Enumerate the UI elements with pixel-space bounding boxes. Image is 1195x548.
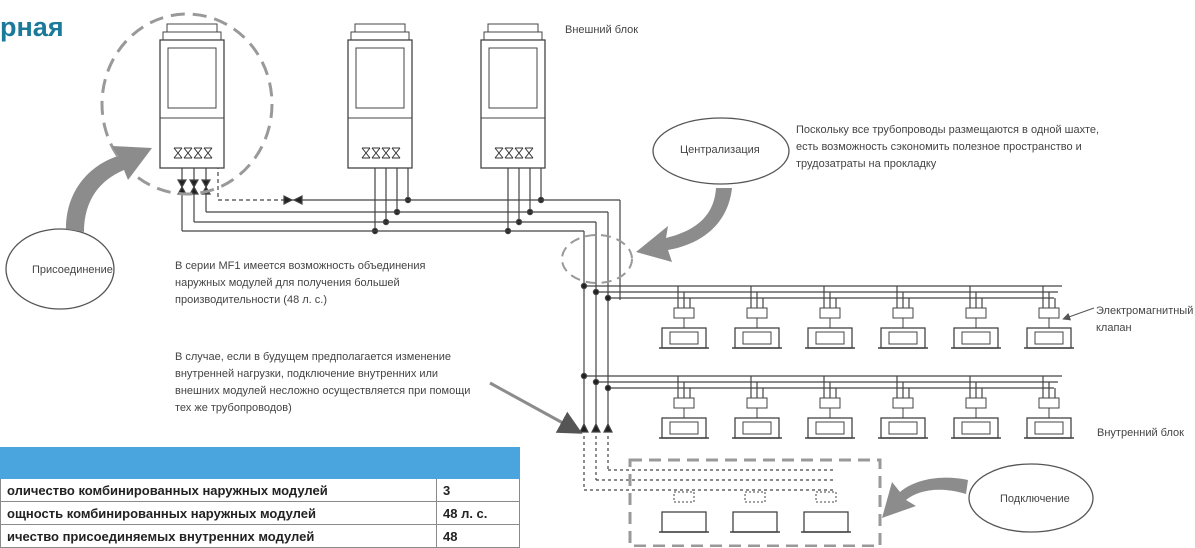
indoor-unit [659, 307, 709, 349]
stop-valve-icon [200, 179, 212, 189]
indoor-unit [878, 307, 928, 349]
stop-valve-icon [188, 179, 200, 189]
solenoid-pointer [1062, 307, 1095, 321]
stop-valve-icon [579, 422, 589, 433]
table-row: оличество комбинированных наружных модул… [0, 478, 520, 502]
indoor-unit [1024, 397, 1074, 439]
joining-bubble [5, 228, 115, 310]
indoor-unit [801, 491, 851, 533]
indoor-unit [878, 397, 928, 439]
spec-value: 48 [436, 524, 520, 548]
spec-table: оличество комбинированных наружных модул… [0, 447, 520, 548]
table-row: ощность комбинированных наружных модулей… [0, 501, 520, 525]
stop-valve-icon [283, 195, 294, 205]
indoor-unit [732, 307, 782, 349]
callout-arrow [882, 477, 968, 518]
outdoor-unit [159, 23, 225, 169]
page-title: рная [0, 12, 64, 42]
stop-valve-icon [591, 422, 601, 433]
stop-valve-icon [188, 185, 200, 195]
outdoor-unit [480, 23, 546, 169]
outdoor-unit-label: Внешний блок [565, 24, 639, 36]
indoor-unit-label: Внутренний блок [1097, 427, 1184, 439]
connection-bubble [968, 463, 1094, 533]
spec-label: ичество присоединяемых внутренних модуле… [0, 524, 437, 548]
spec-label: ощность комбинированных наружных модулей [0, 501, 437, 525]
indoor-unit [951, 397, 1001, 439]
indoor-unit [659, 397, 709, 439]
table-row: ичество присоединяемых внутренних модуле… [0, 524, 520, 548]
centralization-bubble [652, 117, 790, 185]
centralization-note: Поскольку все трубопроводы размещаются в… [796, 124, 1100, 170]
connection-label: Подключение [1000, 493, 1070, 505]
callout-arrow [66, 146, 152, 232]
stop-valve-icon [176, 179, 188, 189]
connection-group [628, 458, 882, 547]
change-pointer-arrow [489, 381, 583, 434]
indoor-unit [732, 397, 782, 439]
stop-valve-icon [603, 422, 613, 433]
centralization-label: Централизация [680, 144, 760, 156]
indoor-unit [659, 491, 709, 533]
joining-highlight [100, 12, 274, 196]
outdoor-unit [347, 23, 413, 169]
spec-table-header [0, 447, 520, 479]
indoor-unit [805, 307, 855, 349]
spec-value: 3 [436, 478, 520, 502]
joining-label: Присоединение [32, 264, 113, 276]
callout-arrow [636, 188, 732, 262]
stop-valve-icon [292, 195, 303, 205]
indoor-unit [730, 491, 780, 533]
spec-label: оличество комбинированных наружных модул… [0, 478, 437, 502]
indoor-unit [951, 307, 1001, 349]
trunk-highlight [561, 234, 633, 284]
indoor-unit [805, 397, 855, 439]
change-note: В случае, если в будущем предполагается … [175, 351, 471, 414]
indoor-unit [1024, 307, 1074, 349]
solenoid-valve-label: Электромагнитный клапан [1096, 305, 1194, 334]
spec-value: 48 л. с. [436, 501, 520, 525]
joining-note: В серии MF1 имеется возможность объедине… [175, 260, 426, 306]
